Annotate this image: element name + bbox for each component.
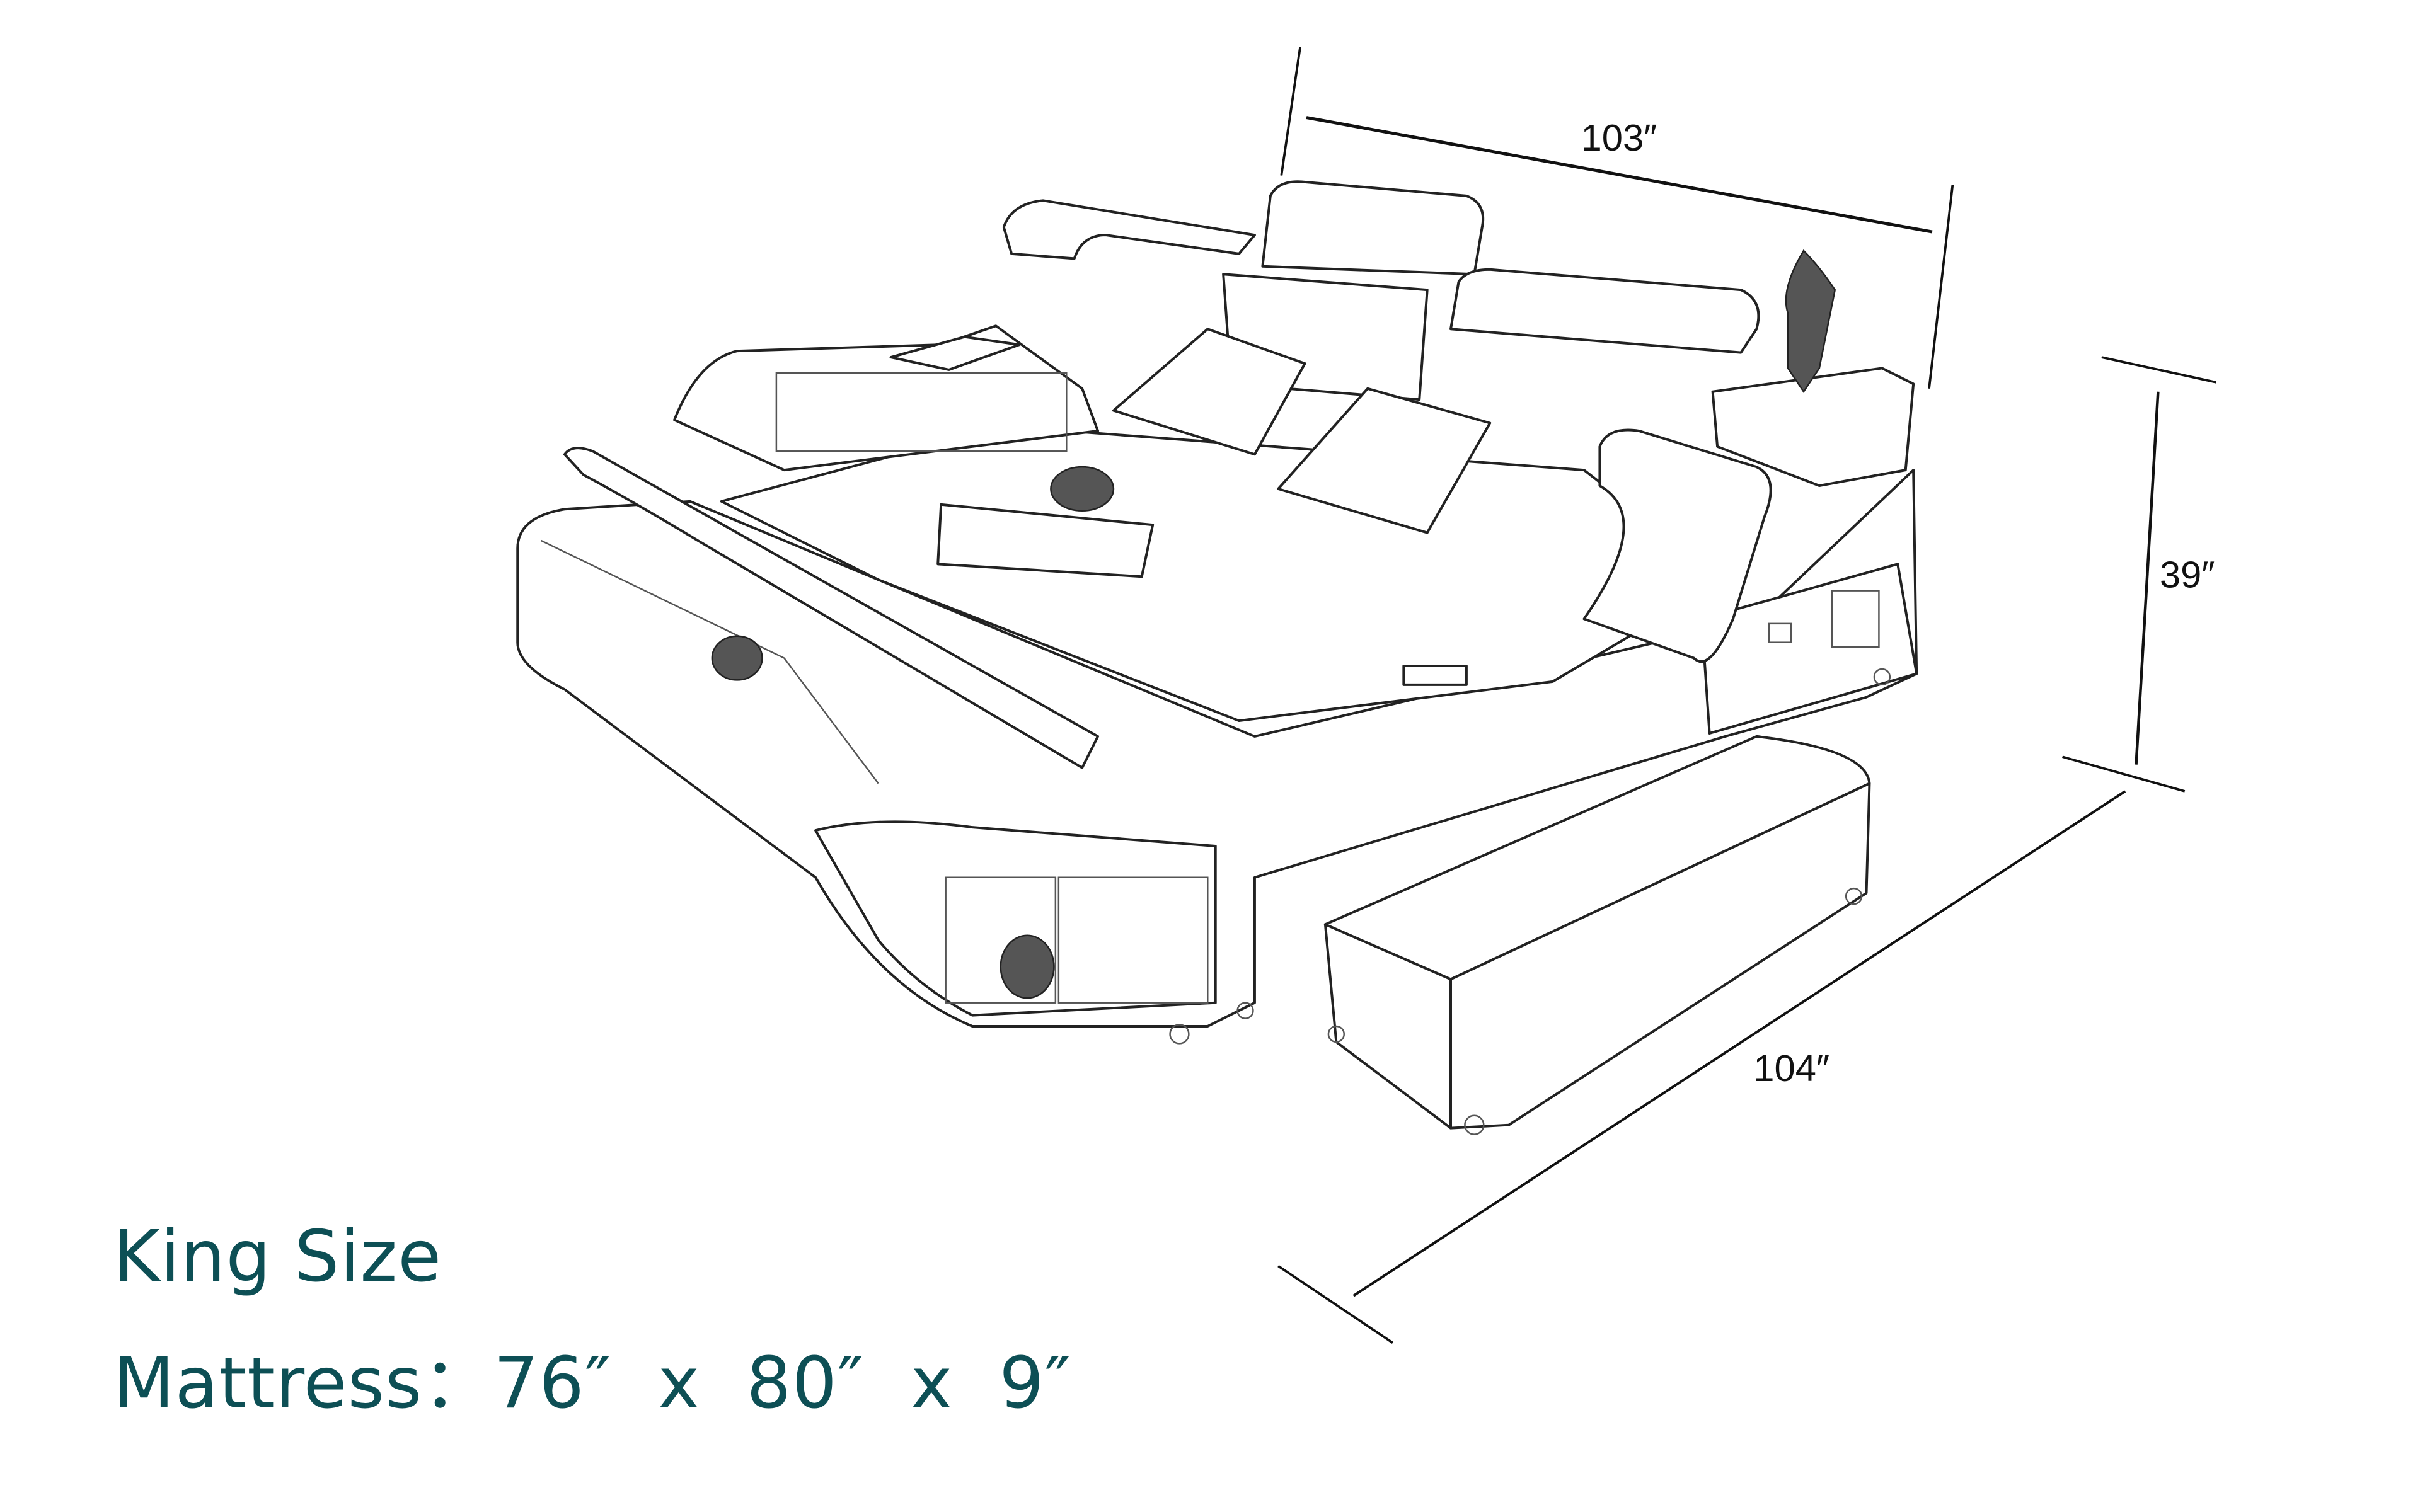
length-extension-front xyxy=(1277,1264,1393,1344)
width-label: 103″ xyxy=(1581,117,1657,159)
control-panel xyxy=(1831,590,1880,648)
front-left-cabinet xyxy=(814,820,1217,1017)
cabinet-cubby-left xyxy=(945,876,1057,1004)
length-label: 104″ xyxy=(1753,1047,1829,1089)
bed-leg-front xyxy=(1169,1024,1190,1045)
length-dimension: 104″ xyxy=(1277,790,2126,1344)
cup-holder xyxy=(711,635,763,681)
mattress-dims-value: 76″ x 80″ x 9″ xyxy=(493,1343,1072,1424)
height-extension-bottom xyxy=(2062,755,2186,793)
vase-decor xyxy=(1785,249,1836,394)
length-dimension-line xyxy=(1352,790,2126,1297)
width-extension-left xyxy=(1280,47,1301,176)
cabinet-cubby-right xyxy=(1057,876,1209,1004)
right-storage-panel xyxy=(1700,563,1918,735)
headboard-right-section xyxy=(1449,268,1760,354)
left-side-rail xyxy=(563,447,1100,769)
height-dimension-line xyxy=(2135,391,2160,765)
bed-illustration xyxy=(516,180,1918,1135)
width-extension-right xyxy=(1928,185,1954,389)
pillow-right xyxy=(1277,387,1492,534)
ottoman-bench-top xyxy=(1323,735,1871,981)
height-dimension: 39″ xyxy=(2062,356,2216,793)
remote-control xyxy=(1402,665,1468,686)
adjustable-headrest-center xyxy=(1261,180,1485,276)
width-dimension-line xyxy=(1306,116,1933,234)
mattress-label: Mattress： xyxy=(113,1343,494,1424)
width-dimension: 103″ xyxy=(1280,47,1954,389)
left-nightstand-tray xyxy=(889,335,1021,371)
bed-leg-right xyxy=(1873,668,1891,686)
massage-armrest xyxy=(1582,428,1772,663)
basket-decor xyxy=(1000,934,1055,999)
right-nightstand xyxy=(1711,367,1915,487)
bench-leg-left xyxy=(1327,1025,1345,1043)
headboard-bookshelf xyxy=(775,372,1068,452)
flower-decor xyxy=(1050,466,1115,512)
mattress-dimensions: Mattress：76″ x 80″ x 9″ xyxy=(113,1326,1071,1428)
height-label: 39″ xyxy=(2160,554,2215,596)
breakfast-tray xyxy=(936,503,1155,578)
bench-leg-right xyxy=(1845,887,1863,905)
height-extension-top xyxy=(2101,356,2216,384)
reading-arm xyxy=(1002,199,1256,260)
power-socket xyxy=(1768,622,1792,643)
headboard-left-section xyxy=(673,324,1100,472)
bench-leg-front xyxy=(1464,1114,1485,1135)
ottoman-bench-side xyxy=(1449,782,1871,1130)
bed-leg-front-2 xyxy=(1236,1002,1254,1019)
left-tray-edge xyxy=(541,539,879,784)
size-title: King Size xyxy=(113,1216,442,1298)
pillow-left xyxy=(1112,328,1306,456)
